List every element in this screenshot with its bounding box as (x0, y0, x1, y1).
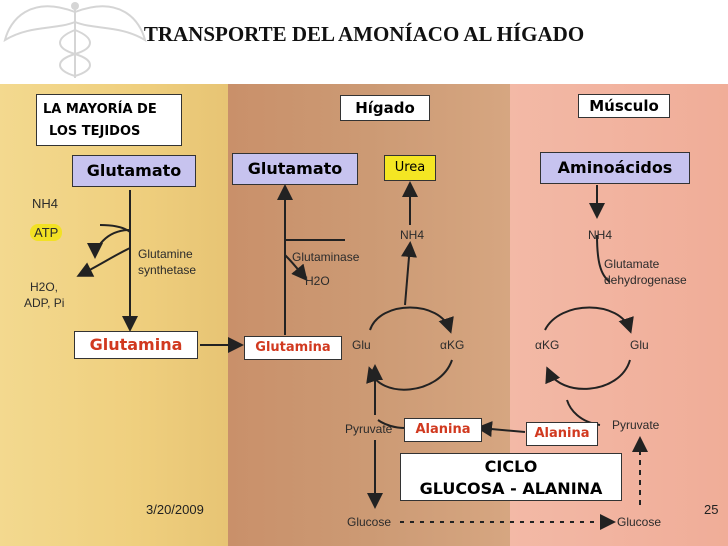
glucose-mid: Glucose (347, 515, 392, 529)
glu-mid: Glu (352, 338, 371, 352)
nh4-left: NH4 (32, 196, 59, 211)
glucose-alanine-cycle-box: CICLO GLUCOSA - ALANINA (400, 453, 622, 501)
glutamine-synthetase-2: synthetase (138, 263, 197, 277)
slide-date: 3/20/2009 (146, 502, 204, 517)
glu-right: Glu (630, 338, 649, 352)
adp-left: ADP, Pi (24, 296, 65, 310)
glutamate-dh-2: dehydrogenase (604, 273, 687, 287)
alanine-right-box: Alanina (526, 422, 598, 446)
caduceus-logo-icon (3, 2, 147, 78)
nh4-right: NH4 (588, 228, 613, 242)
amino-acids-box: Aminoácidos (540, 152, 690, 184)
pyruvate-right: Pyruvate (612, 418, 660, 432)
h2o-mid: H2O (305, 274, 330, 288)
glutamine-synthetase-1: Glutamine (138, 247, 193, 261)
tissues-label: LA MAYORÍA DE LOS TEJIDOS (36, 94, 182, 146)
glutamate-left-box: Glutamato (72, 155, 196, 187)
page-title: TRANSPORTE DEL AMONÍACO AL HÍGADO (143, 22, 585, 46)
akg-mid: αKG (440, 338, 465, 352)
liver-label: Hígado (340, 95, 430, 121)
alanine-mid-box: Alanina (404, 418, 482, 442)
glucose-right: Glucose (617, 515, 662, 529)
glutamate-dh-1: Glutamate (604, 257, 660, 271)
akg-right: αKG (535, 338, 560, 352)
nh4-mid: NH4 (400, 228, 425, 242)
glutamine-mid-box: Glutamina (244, 336, 342, 360)
atp-label: ATP (30, 224, 63, 241)
h2o-left: H2O, (30, 280, 59, 294)
glutamate-mid-box: Glutamato (232, 153, 358, 185)
pyruvate-mid: Pyruvate (345, 422, 393, 436)
glutamine-left-box: Glutamina (74, 331, 198, 359)
slide-page-number: 25 (704, 502, 719, 517)
muscle-label: Músculo (578, 94, 670, 118)
glutaminase-label: Glutaminase (292, 250, 360, 264)
urea-box: Urea (384, 155, 436, 181)
